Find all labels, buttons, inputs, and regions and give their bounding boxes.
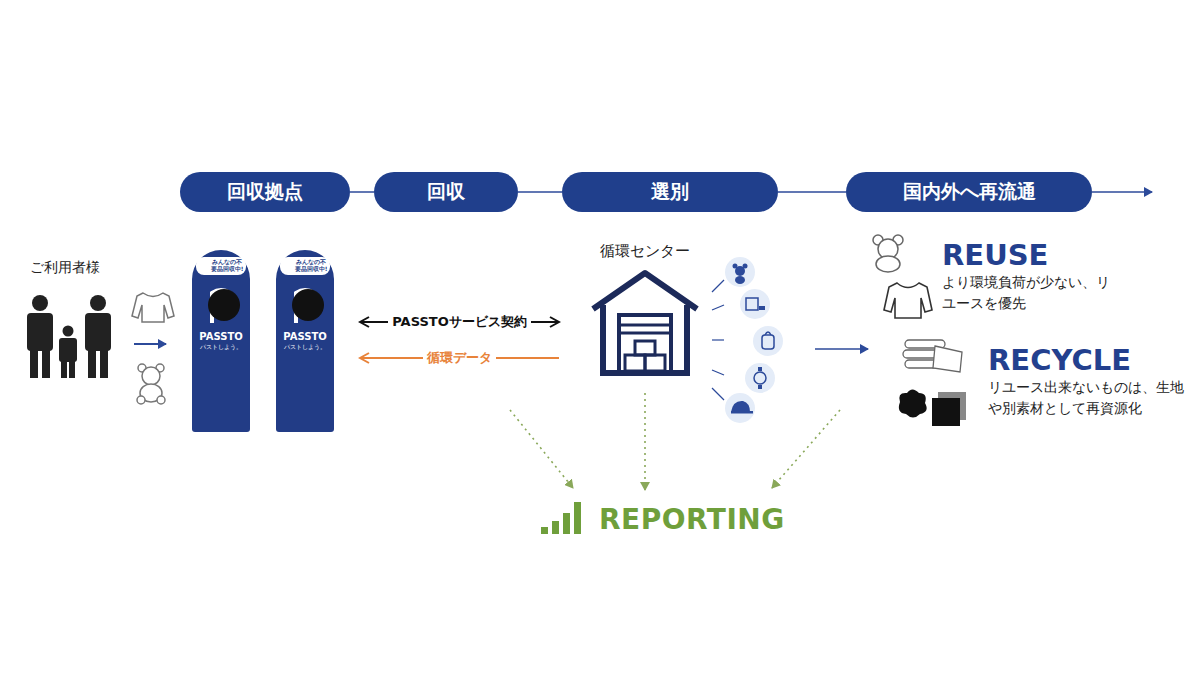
- reporting-dotted-arrow: [510, 410, 573, 488]
- people-icon: [27, 295, 111, 378]
- stage-label: 回収: [427, 179, 465, 205]
- output-description: リユース出来ないものは、生地や別素材として再資源化: [988, 377, 1188, 420]
- reuse-bear-icon: [873, 235, 903, 272]
- user-label: ご利用者様: [30, 259, 100, 277]
- user-arrow: [134, 343, 166, 345]
- item-circles: [725, 257, 783, 423]
- brand-name: PASSTO: [283, 331, 326, 342]
- flow-arrow: [815, 348, 868, 350]
- brand-tagline: パストしよう。: [200, 343, 242, 352]
- reporting-title: REPORTING: [599, 506, 785, 534]
- brand-tagline: パストしよう。: [284, 343, 326, 352]
- passto-logo: [198, 283, 244, 329]
- reporting-bars-icon: [541, 498, 593, 534]
- fabric-rolls-icon: [903, 340, 962, 372]
- connector-label: 循環データ: [423, 349, 496, 367]
- connector: [644, 393, 646, 490]
- stage-pill: 国内外へ再流通: [846, 172, 1092, 212]
- connector: [518, 191, 562, 193]
- center-title: 循環センター: [600, 242, 690, 261]
- output-heading: REUSE: [942, 240, 1110, 272]
- passto-logo: [282, 283, 328, 329]
- fiber-blob-icon: [899, 390, 927, 418]
- collection-box: みんなの不要品回収中! PASSTOパストしよう。: [192, 250, 250, 432]
- output-heading: RECYCLE: [988, 345, 1188, 377]
- connector-label: PASSTOサービス契約: [388, 313, 530, 331]
- bear-icon: [137, 364, 165, 404]
- material-sheets-icon: [932, 392, 966, 426]
- brand-name: PASSTO: [199, 331, 242, 342]
- warehouse-icon: [587, 267, 703, 379]
- stage-label: 回収拠点: [227, 179, 303, 205]
- recycling-center: 循環センター: [585, 242, 705, 379]
- collection-box: みんなの不要品回収中! PASSTOパストしよう。: [276, 250, 334, 432]
- connector: [778, 191, 846, 193]
- reuse-block: REUSEより環境負荷が少ない、リユースを優先: [942, 240, 1110, 315]
- reuse-sweater-icon: [884, 283, 932, 318]
- box-header: みんなの不要品回収中!: [280, 257, 330, 275]
- box-header: みんなの不要品回収中!: [196, 257, 246, 275]
- output-description: より環境負荷が少ない、リユースを優先: [942, 272, 1110, 315]
- pipeline-arrow: [1092, 191, 1152, 193]
- stage-label: 選別: [651, 179, 689, 205]
- sorting-spokes: [712, 280, 724, 400]
- stage-pill: 回収拠点: [180, 172, 350, 212]
- reporting-dotted-arrow: [772, 410, 840, 488]
- stage-label: 国内外へ再流通: [903, 179, 1036, 205]
- reporting-block: REPORTING: [541, 498, 811, 534]
- recycle-block: RECYCLEリユース出来ないものは、生地や別素材として再資源化: [988, 345, 1188, 420]
- stage-pill: 回収: [374, 172, 518, 212]
- connector: [350, 191, 374, 193]
- sweater-icon: [132, 293, 174, 322]
- stage-pill: 選別: [562, 172, 778, 212]
